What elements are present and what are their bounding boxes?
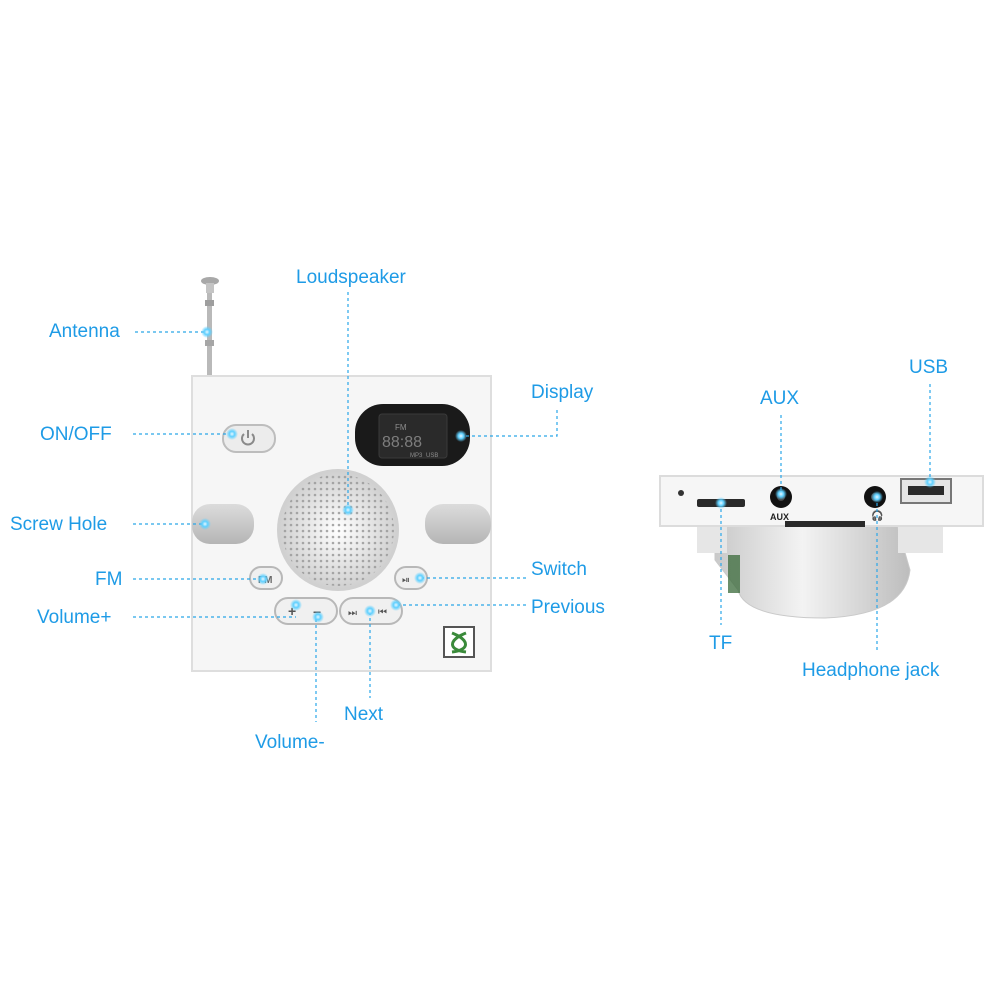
- lcd-digits: 88:88: [382, 434, 422, 451]
- indicator-dot: [678, 490, 684, 496]
- circuit-board: [728, 555, 740, 593]
- power-icon: [241, 430, 255, 446]
- label-tf: TF: [709, 633, 733, 654]
- label-fm: FM: [95, 569, 123, 590]
- lcd-usb-indicator: USB: [426, 453, 438, 459]
- prev-glyph: ⏮: [378, 607, 387, 618]
- lcd-mp3-indicator: MP3: [410, 453, 423, 459]
- label-previous: Previous: [531, 597, 605, 618]
- label-volume-plus: Volume+: [37, 607, 112, 628]
- label-usb: USB: [909, 357, 949, 378]
- label-display: Display: [531, 382, 594, 403]
- bottom-slot: [785, 521, 865, 527]
- label-screw-hole: Screw Hole: [10, 514, 108, 535]
- screw-hole-right: [425, 504, 491, 544]
- lcd-display: FM 88:88 MP3 USB: [355, 404, 470, 466]
- callout-dots: [199, 326, 936, 623]
- label-antenna: Antenna: [49, 321, 120, 342]
- lcd-fm-indicator: FM: [395, 423, 407, 432]
- speaker-grill: [277, 469, 399, 591]
- volume-button: [274, 597, 338, 625]
- brand-logo: [443, 626, 475, 658]
- volume-plus-print: +: [288, 603, 296, 619]
- switch-glyph: ⏯: [402, 575, 410, 586]
- label-on-off: ON/OFF: [40, 424, 112, 445]
- leader-lines: [133, 292, 931, 722]
- label-headphone-jack: Headphone jack: [802, 660, 940, 681]
- label-loudspeaker: Loudspeaker: [296, 267, 406, 288]
- front-device: FM 88:88 MP3 USB FM + − ⏭ ⏮ ⏯: [191, 277, 492, 672]
- label-volume-minus: Volume-: [255, 732, 325, 753]
- mount-left: [697, 523, 727, 553]
- label-next: Next: [344, 704, 384, 725]
- next-glyph: ⏭: [348, 608, 357, 619]
- label-aux: AUX: [760, 388, 800, 409]
- mount-right: [898, 523, 943, 553]
- screw-hole-left: [192, 504, 254, 544]
- aux-port-print: AUX: [770, 512, 789, 522]
- side-device: AUX 🎧: [659, 475, 984, 619]
- speaker-body: [714, 524, 911, 619]
- label-switch: Switch: [531, 559, 587, 580]
